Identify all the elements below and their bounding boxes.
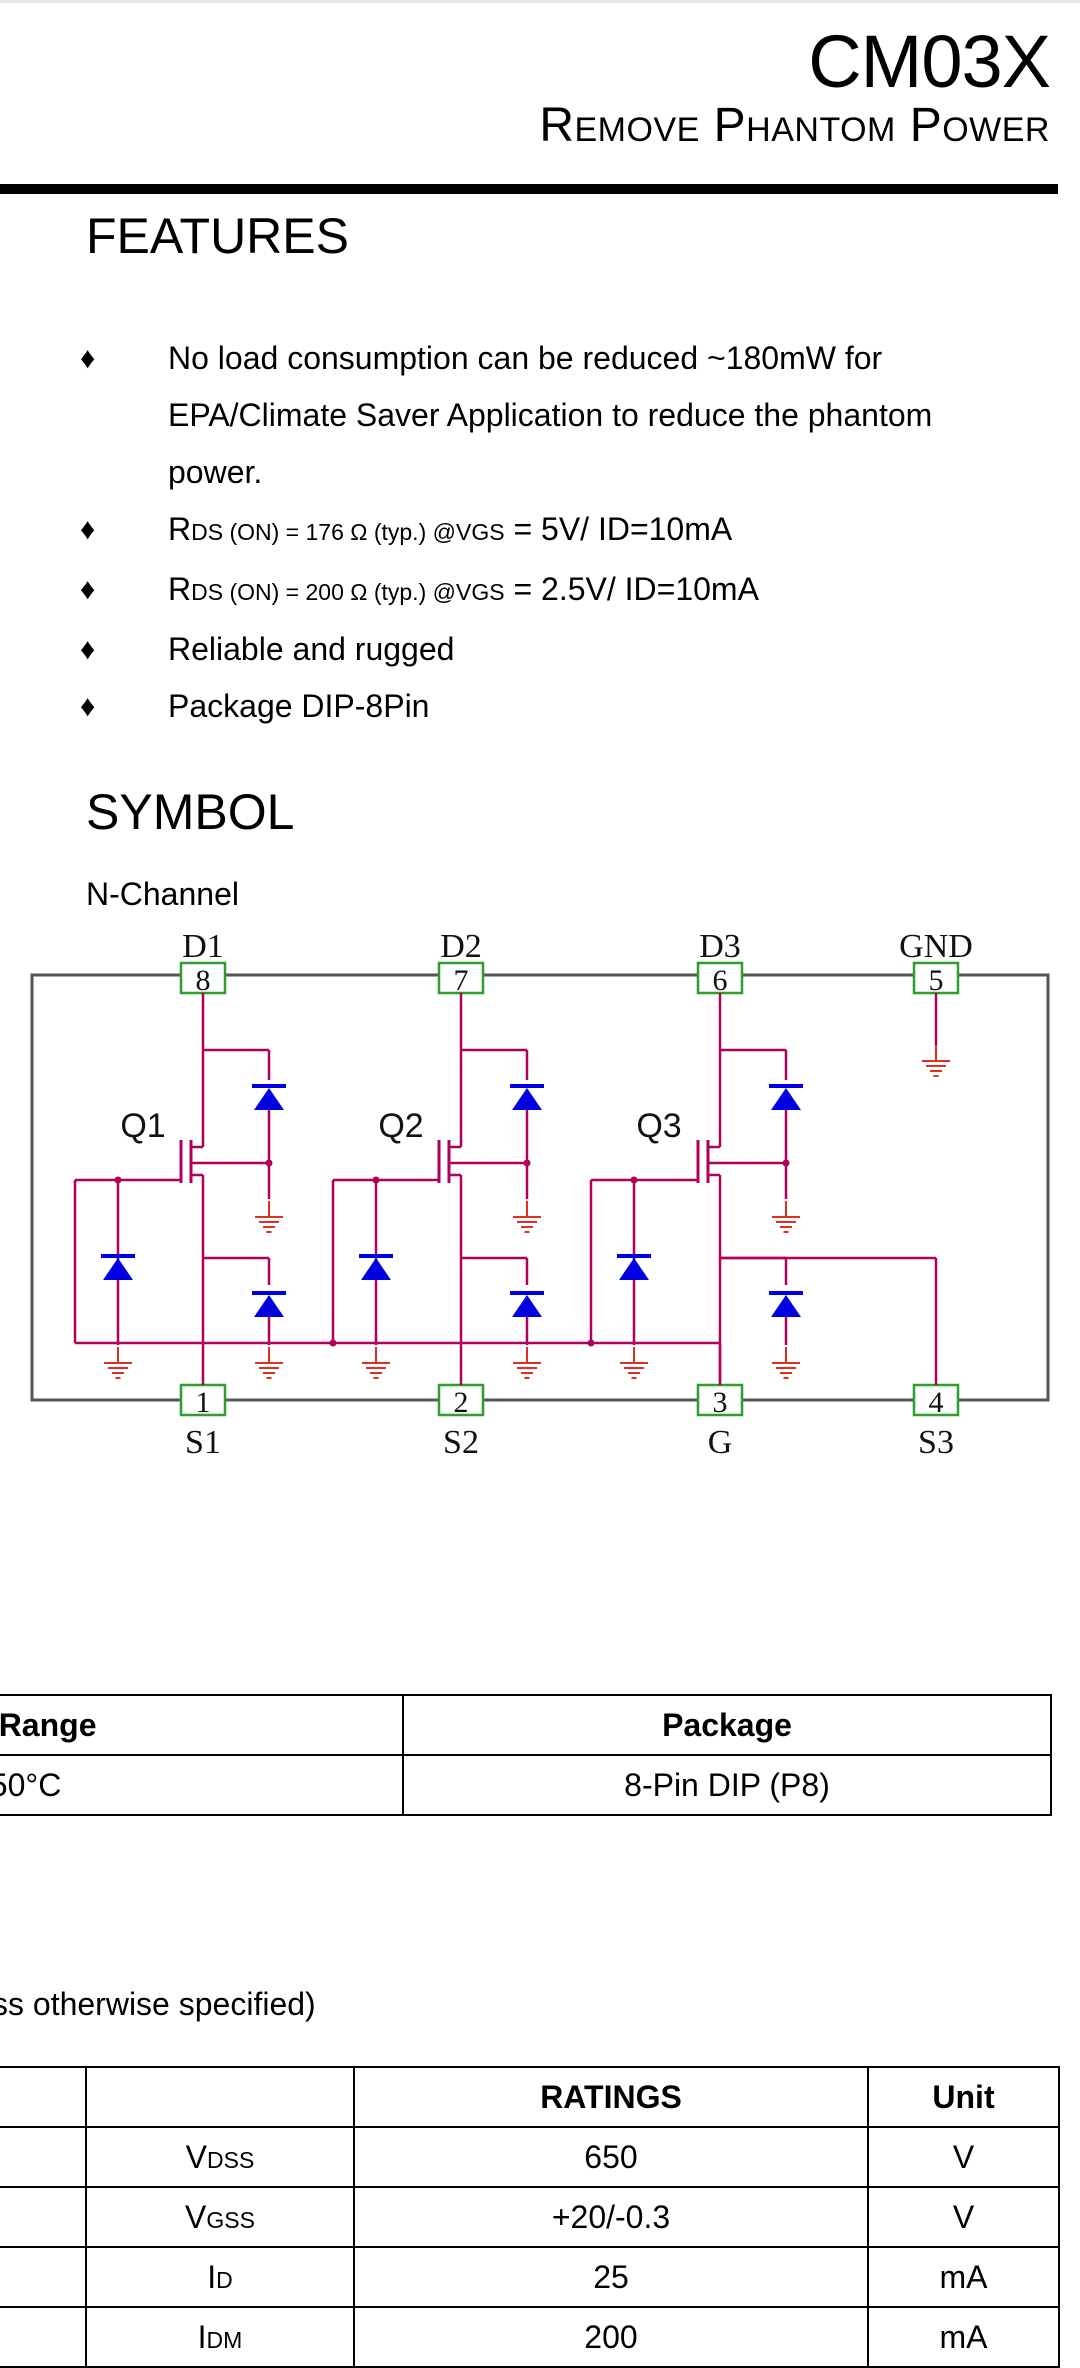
feature-item: ♦ Package DIP-8Pin	[0, 678, 1080, 735]
symbol-cell: VGSS	[85, 2186, 355, 2248]
diode-icon	[254, 1295, 284, 1317]
diamond-bullet-icon: ♦	[80, 633, 96, 666]
table-row: VDSS 650 V	[0, 2126, 1060, 2188]
transistor-label: Q2	[378, 1107, 423, 1145]
feature-text: Reliable and rugged	[168, 631, 455, 667]
pin-number: 8	[196, 964, 211, 997]
transistor-label: Q1	[120, 1107, 165, 1145]
pin-label: S3	[918, 1424, 954, 1461]
table-row: 150°C 8-Pin DIP (P8)	[0, 1754, 1052, 1816]
diamond-bullet-icon: ♦	[80, 573, 96, 606]
diode-icon	[619, 1258, 649, 1280]
unit-cell: mA	[867, 2306, 1060, 2368]
feature-item: ♦ Reliable and rugged	[0, 621, 1080, 678]
pin-box	[912, 961, 960, 995]
junction-dot	[329, 1339, 337, 1347]
table-cell	[0, 2306, 87, 2368]
value-cell: 200	[353, 2306, 869, 2368]
pin-label: GND	[899, 928, 973, 965]
pin-label: D1	[182, 928, 224, 965]
features-list: ♦ No load consumption can be reduced ~18…	[0, 330, 1080, 735]
table-header-cell: e Range	[0, 1694, 404, 1756]
features-heading: FEATURES	[86, 208, 349, 264]
ratings-note: ss otherwise specified)	[0, 1986, 316, 2022]
diode-icon	[254, 1088, 284, 1110]
diode-icon	[361, 1258, 391, 1280]
diode-icon	[771, 1295, 801, 1317]
feature-text: Package DIP-8Pin	[168, 688, 430, 724]
pin-number: 6	[713, 964, 728, 997]
ratings-table: RATINGS Unit VDSS 650 V VGSS +20/-0.3 V …	[0, 2066, 1060, 2368]
diode-icon	[771, 1088, 801, 1110]
document-title: CM03X	[808, 20, 1051, 103]
channel-label: N-Channel	[86, 876, 239, 912]
package-outline	[30, 973, 1050, 1402]
pin-label: S2	[443, 1424, 479, 1461]
ordering-table: e Range Package 150°C 8-Pin DIP (P8)	[0, 1694, 1052, 1816]
diode-icon	[103, 1258, 133, 1280]
pin-number: 2	[454, 1386, 469, 1419]
feature-text: RDS (ON) = 176 Ω (typ.) @VGS = 5V/ ID=10…	[168, 511, 733, 547]
pin-label: D3	[699, 928, 741, 965]
table-cell: 150°C	[0, 1754, 404, 1816]
table-cell	[0, 2126, 87, 2188]
pin-number: 4	[929, 1386, 944, 1419]
table-row: IDM 200 mA	[0, 2306, 1060, 2368]
symbol-cell: IDM	[85, 2306, 355, 2368]
header-rule	[0, 184, 1058, 194]
table-cell	[0, 2246, 87, 2308]
table-header-cell: RATINGS	[353, 2066, 869, 2128]
pin-number: 5	[929, 964, 944, 997]
document-subtitle: Remove Phantom Power	[539, 99, 1050, 152]
feature-item: ♦ RDS (ON) = 200 Ω (typ.) @VGS = 2.5V/ I…	[0, 561, 1080, 621]
diamond-bullet-icon: ♦	[80, 513, 96, 546]
pin-label: S1	[185, 1424, 221, 1461]
diamond-bullet-icon: ♦	[80, 342, 96, 375]
table-header-cell: Unit	[867, 2066, 1060, 2128]
symbol-cell: VDSS	[85, 2126, 355, 2188]
value-cell: +20/-0.3	[353, 2186, 869, 2248]
junction-dot	[587, 1339, 595, 1347]
table-row: ID 25 mA	[0, 2246, 1060, 2308]
diamond-bullet-icon: ♦	[80, 690, 96, 723]
table-header-row: e Range Package	[0, 1694, 1052, 1756]
table-header-cell: Package	[402, 1694, 1052, 1756]
symbol-heading: SYMBOL	[86, 784, 295, 840]
pin-label: G	[708, 1424, 733, 1461]
table-header-cell	[85, 2066, 355, 2128]
table-header-cell	[0, 2066, 87, 2128]
value-cell: 25	[353, 2246, 869, 2308]
pin-number: 7	[454, 964, 469, 997]
feature-text: RDS (ON) = 200 Ω (typ.) @VGS = 2.5V/ ID=…	[168, 571, 759, 607]
top-divider	[0, 0, 1080, 3]
unit-cell: mA	[867, 2246, 1060, 2308]
unit-cell: V	[867, 2126, 1060, 2188]
diode-icon	[512, 1295, 542, 1317]
feature-text: No load consumption can be reduced ~180m…	[168, 340, 933, 490]
table-header-row: RATINGS Unit	[0, 2066, 1060, 2128]
unit-cell: V	[867, 2186, 1060, 2248]
pin-box	[912, 1383, 960, 1417]
feature-item: ♦ RDS (ON) = 176 Ω (typ.) @VGS = 5V/ ID=…	[0, 501, 1080, 561]
table-row: VGSS +20/-0.3 V	[0, 2186, 1060, 2248]
diode-icon	[512, 1088, 542, 1110]
pin-label: D2	[440, 928, 482, 965]
transistor-label: Q3	[636, 1107, 681, 1145]
pin-number: 3	[713, 1386, 728, 1419]
value-cell: 650	[353, 2126, 869, 2188]
table-cell: 8-Pin DIP (P8)	[402, 1754, 1052, 1816]
pin-number: 1	[196, 1386, 211, 1419]
pin-box	[696, 1383, 744, 1417]
symbol-cell: ID	[85, 2246, 355, 2308]
table-cell	[0, 2186, 87, 2248]
pin-box	[437, 1383, 485, 1417]
feature-item: ♦ No load consumption can be reduced ~18…	[0, 330, 1080, 501]
